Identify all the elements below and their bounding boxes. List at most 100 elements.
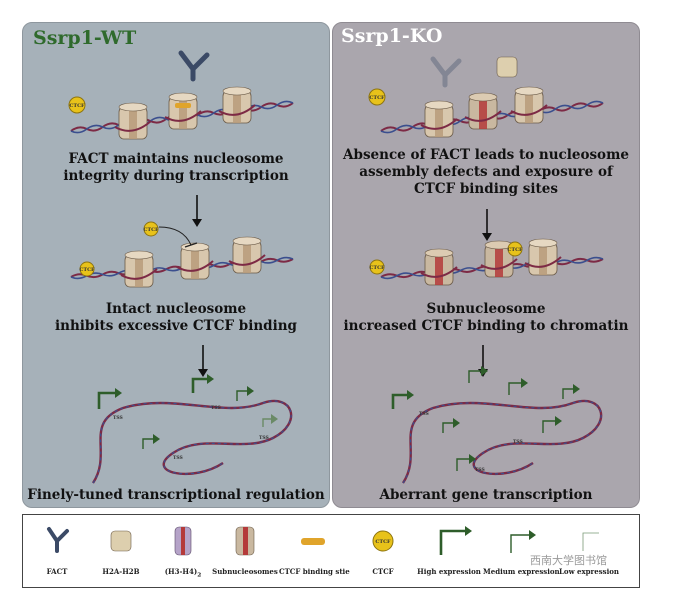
tss-label: TSS bbox=[419, 411, 429, 417]
ctcf-icon: CTCF bbox=[368, 88, 386, 106]
ko-step1-caption: Absence of FACT leads to nucleosome asse… bbox=[343, 147, 629, 197]
h3-h4-icon bbox=[174, 526, 192, 556]
wt-step3-caption: Finely-tuned transcriptional regulation bbox=[27, 487, 325, 503]
low-expression-arrow-icon bbox=[582, 532, 599, 551]
legend-art: CTCF bbox=[47, 526, 599, 556]
ctcf-icon: CTCF bbox=[68, 96, 86, 114]
wt-panel: Ssrp1-WT CTCF CTCF CTCF TSS TSS TSS TSS FACT m… bbox=[22, 22, 330, 508]
tss-label: TSS bbox=[513, 439, 523, 445]
legend-item: CTCF bbox=[369, 515, 397, 587]
svg-text:CTCF: CTCF bbox=[69, 103, 85, 109]
tss-label: TSS bbox=[173, 455, 183, 461]
ctcf-icon: CTCF bbox=[79, 261, 95, 277]
tss-arrow-icon bbox=[468, 366, 488, 383]
ctcf-icon: CTCF bbox=[372, 530, 394, 552]
fact-icon bbox=[178, 50, 210, 82]
nucleosome bbox=[420, 100, 458, 138]
ctcf-icon: CTCF bbox=[369, 259, 385, 275]
ctcf-binding-site bbox=[175, 103, 191, 108]
ctcf-icon: CTCF bbox=[507, 241, 523, 257]
nucleosome bbox=[114, 102, 152, 140]
tss-arrow-icon bbox=[542, 416, 562, 433]
tss-arrow-icon bbox=[236, 386, 254, 401]
legend-label: (H3-H4)2 bbox=[164, 567, 202, 579]
down-arrow-icon bbox=[482, 209, 492, 241]
svg-text:CTCF: CTCF bbox=[143, 227, 159, 233]
legend-item: (H3-H4)2 bbox=[165, 515, 202, 587]
wt-step1-caption: FACT maintains nucleosome integrity duri… bbox=[63, 151, 289, 184]
nucleosome bbox=[164, 92, 202, 130]
nucleosome bbox=[510, 86, 548, 124]
svg-text:CTCF: CTCF bbox=[369, 265, 385, 271]
svg-text:CTCF: CTCF bbox=[369, 95, 385, 101]
subnucleosome bbox=[420, 248, 458, 286]
ctcf-icon: CTCF bbox=[143, 221, 159, 237]
down-arrow-icon bbox=[198, 345, 208, 377]
legend-item: Low expression bbox=[559, 515, 619, 587]
nucleosome bbox=[524, 238, 562, 276]
legend-item: Subnucleosomes bbox=[212, 515, 278, 587]
legend-item: H2A-H2B bbox=[102, 515, 139, 587]
tss-arrow-icon bbox=[442, 418, 460, 433]
legend-label: CTCF binding stie bbox=[279, 567, 350, 576]
tss-arrow-icon bbox=[562, 384, 580, 399]
library-stamp: 西南大学图书馆 bbox=[530, 554, 607, 567]
subnucleosome-icon bbox=[235, 526, 255, 556]
displaced-h2a-h2b bbox=[496, 56, 518, 78]
tss-arrow-icon bbox=[391, 390, 414, 409]
legend-label: FACT bbox=[46, 567, 68, 576]
legend-label: CTCF bbox=[372, 567, 394, 576]
tss-arrow-icon bbox=[142, 434, 160, 449]
medium-expression-arrow-icon bbox=[510, 530, 536, 553]
fact-icon bbox=[430, 56, 462, 88]
fact-icon bbox=[47, 527, 69, 553]
legend-label: Subnucleosomes bbox=[212, 567, 278, 576]
svg-text:CTCF: CTCF bbox=[507, 247, 523, 253]
svg-text:CTCF: CTCF bbox=[375, 539, 391, 545]
tss-arrow-icon bbox=[97, 388, 122, 409]
tss-arrow-icon bbox=[439, 526, 472, 555]
legend-label: High expression bbox=[417, 567, 481, 576]
legend-label: Medium expression bbox=[483, 567, 560, 576]
svg-text:CTCF: CTCF bbox=[79, 267, 95, 273]
h2a-h2b-icon bbox=[110, 530, 132, 552]
tss-arrow-icon bbox=[456, 454, 476, 471]
legend-item: CTCF binding stie bbox=[279, 515, 350, 587]
tss-label: TSS bbox=[259, 435, 269, 441]
tss-label: TSS bbox=[211, 405, 221, 411]
high-expression-arrow-icon bbox=[439, 526, 472, 555]
chromatin-loop bbox=[92, 399, 293, 484]
tss-arrow-icon bbox=[262, 414, 278, 427]
wt-title: Ssrp1-WT bbox=[33, 27, 137, 49]
chromatin-loop bbox=[402, 399, 603, 484]
nucleosome bbox=[176, 242, 214, 280]
wt-art: CTCF CTCF CTCF TSS TSS TSS TSS bbox=[68, 50, 294, 484]
tss-arrow-icon bbox=[508, 378, 528, 395]
nucleosome bbox=[228, 236, 266, 274]
nucleosome bbox=[218, 86, 256, 124]
ko-step3-caption: Aberrant gene transcription bbox=[379, 487, 593, 503]
ko-art: CTCF CTCF CTCF TSS TSS TSS bbox=[368, 56, 604, 484]
wt-step2-caption: Intact nucleosome inhibits excessive CTC… bbox=[55, 301, 297, 334]
tss-arrow-icon bbox=[510, 530, 536, 553]
tss-label: TSS bbox=[475, 467, 485, 473]
ctcf-binding-site-icon bbox=[301, 538, 325, 545]
legend-label: H2A-H2B bbox=[102, 567, 140, 576]
down-arrow-icon bbox=[192, 195, 202, 227]
inhibition-bar bbox=[184, 242, 198, 248]
subnucleosome bbox=[480, 240, 518, 278]
ctcf-icon: CTCF bbox=[372, 530, 394, 552]
ko-step2-caption: Subnucleosome increased CTCF binding to … bbox=[343, 301, 629, 334]
inhibition-line bbox=[158, 226, 192, 246]
legend-label: Low expression bbox=[558, 567, 620, 576]
legend-item: FACT bbox=[43, 515, 71, 587]
tss-arrow-icon bbox=[191, 374, 214, 393]
ko-title: Ssrp1-KO bbox=[341, 25, 443, 47]
tss-label: TSS bbox=[113, 415, 123, 421]
ko-panel: Ssrp1-KO CTCF CTCF CTCF TSS TSS TSS Absence o… bbox=[332, 22, 640, 508]
nucleosome bbox=[120, 250, 158, 288]
legend-item: Medium expression bbox=[483, 515, 560, 587]
legend-label-subscript: 2 bbox=[197, 572, 202, 579]
legend-item: High expression bbox=[417, 515, 481, 587]
